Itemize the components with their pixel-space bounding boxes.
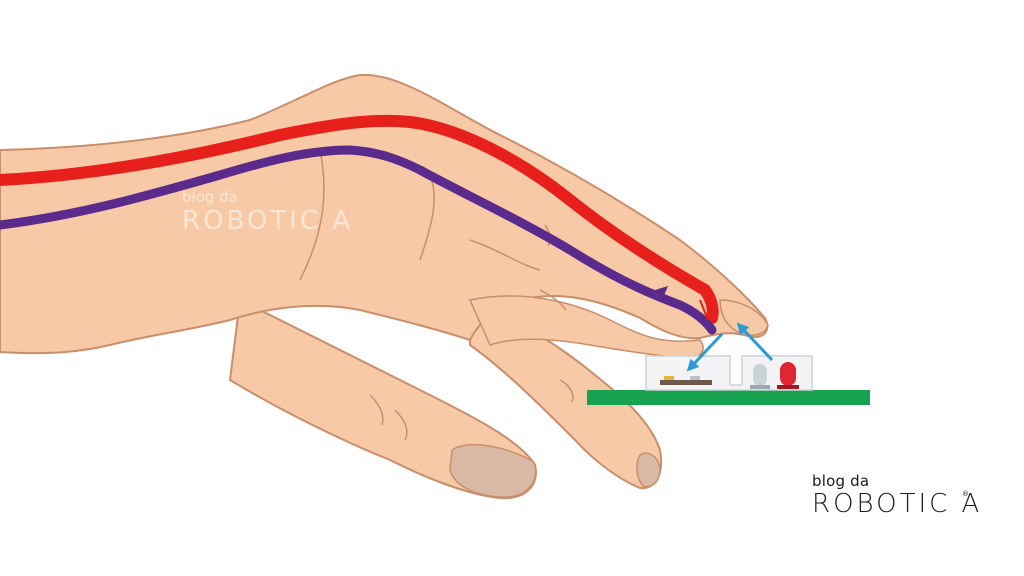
signal-arrow-icon [686,332,724,372]
back-fingers [469,298,663,490]
thumbnail [449,443,537,498]
signal-arrows [686,322,774,372]
little-nail [636,452,661,488]
watermark-big-text: ROBOTIC A [182,206,354,236]
thumb [228,298,537,500]
red-nerve [0,114,719,324]
logo-big-text: ROBOTIC A [812,489,983,519]
hand-illustration [0,73,769,441]
index-nail [719,299,769,337]
blog-logo: blog da ROBOTIC A ® [812,472,979,528]
sensor-chip [660,380,712,385]
led-clear [753,364,767,386]
signal-arrow-icon [736,322,774,362]
watermark-small-text: blog da [182,188,238,206]
touch-sensor-module [587,355,870,405]
logo-registered-mark: ® [962,490,969,498]
logo-small-text: blog da [812,472,870,490]
purple-nerve [0,145,717,335]
nerve-pathways [0,114,719,335]
led-red [780,362,796,386]
pcb-board [587,390,870,405]
